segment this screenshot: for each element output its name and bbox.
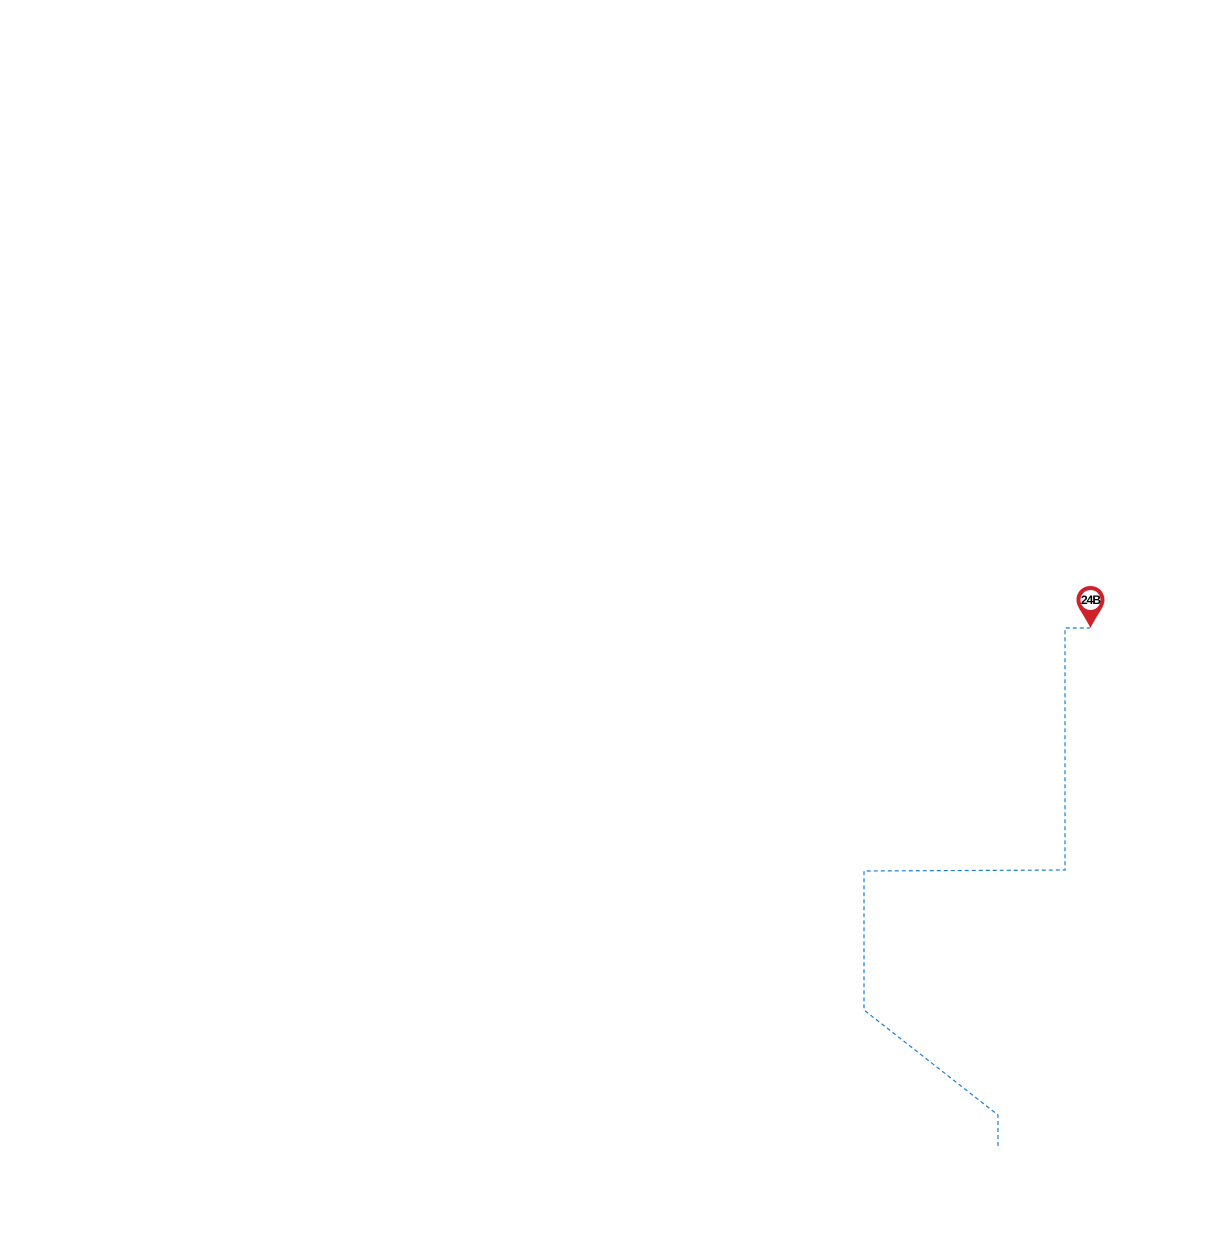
map-marker-pin[interactable]: 24B [1075,585,1106,629]
marker-label: 24B [1080,593,1101,607]
map-pin-icon [1076,586,1105,628]
